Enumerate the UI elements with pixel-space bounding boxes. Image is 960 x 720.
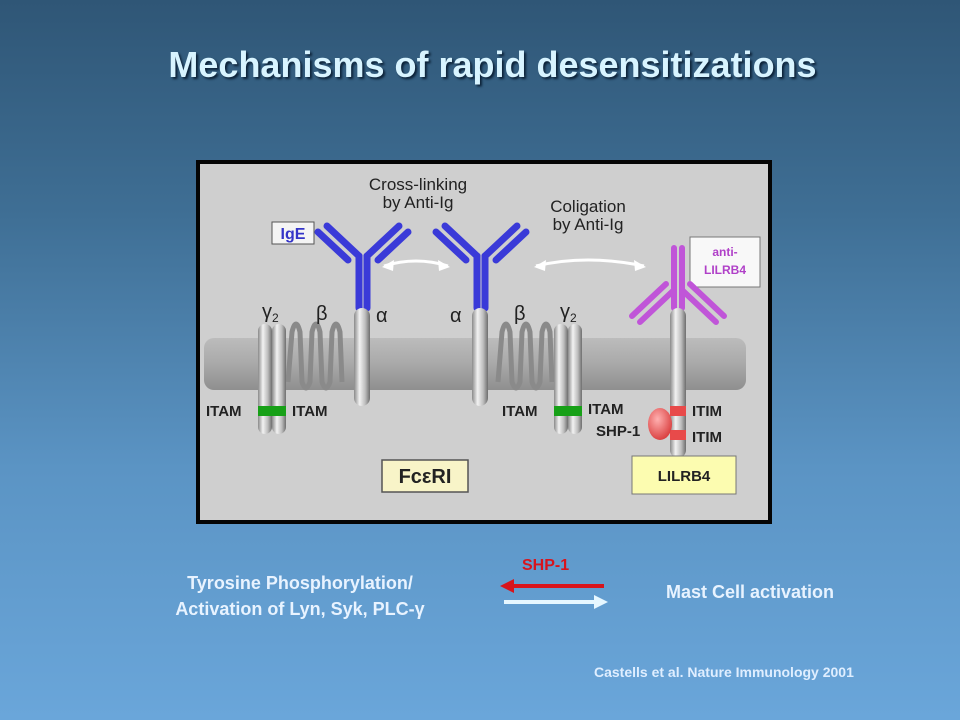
itim-red-2 [670, 430, 686, 440]
ige-label: IgE [281, 226, 306, 243]
mast-cell-activation-text: Mast Cell activation [665, 582, 835, 602]
phosphorylation-line1: Tyrosine Phosphorylation/ [187, 573, 413, 593]
itam-label-2: ITAM [292, 403, 328, 420]
receptor-diagram: Cross-linking by Anti-Ig Coligation by A… [196, 160, 772, 524]
gamma-label-right: γ2 [560, 301, 577, 325]
crosslink-double-arrow [382, 259, 450, 271]
itam-label-4: ITAM [588, 401, 624, 418]
itam-label-3: ITAM [502, 403, 538, 420]
lilrb4-box [631, 455, 737, 495]
fceri-box [381, 459, 469, 493]
lilrb4-chain [670, 308, 686, 458]
gamma-chain-right-b [568, 324, 582, 434]
beta-chain-left [285, 321, 345, 391]
gamma-chain-left-a [258, 324, 272, 434]
coligation-double-arrow [534, 258, 646, 271]
gamma-label-left: γ2 [262, 301, 279, 325]
anti-lilrb4-antibody [629, 245, 727, 325]
itam-green-left-b [272, 406, 286, 416]
alpha-chain-right [472, 308, 488, 406]
lilrb4-label: LILRB4 [658, 468, 711, 485]
shp1-arrow-label: SHP-1 [522, 557, 570, 574]
alpha-label-left: α [376, 305, 388, 327]
beta-label-right: β [514, 303, 526, 325]
receptor-diagram-svg: Cross-linking by Anti-Ig Coligation by A… [200, 164, 768, 520]
itim-red-1 [670, 406, 686, 416]
slide-title: Mechanisms of rapid desensitizations [168, 44, 817, 85]
gamma-chain-left-b [272, 324, 286, 434]
cross-linking-line2: by Anti-Ig [383, 193, 454, 212]
inhibition-arrow [500, 579, 604, 593]
shp1-molecule [648, 408, 672, 440]
cross-linking-line1: Cross-linking [369, 175, 467, 194]
anti-lilrb4-line2: LILRB4 [704, 263, 746, 277]
itam-green-right-a [554, 406, 568, 416]
itam-label-1: ITAM [206, 403, 242, 420]
pathway-arrows [500, 579, 608, 609]
anti-lilrb4-box [689, 236, 761, 288]
beta-chain-right [495, 321, 555, 391]
anti-lilrb4-line1: anti- [712, 245, 737, 259]
phosphorylation-line2: Activation of Lyn, Syk, PLC-γ [175, 599, 425, 619]
beta-label-left: β [316, 303, 328, 325]
itim-label-1: ITIM [692, 403, 722, 420]
itim-label-2: ITIM [692, 429, 722, 446]
coligation-line2: by Anti-Ig [553, 215, 624, 234]
activation-arrow [504, 595, 608, 609]
alpha-label-right: α [450, 305, 462, 327]
ige-antibody-left [314, 222, 412, 312]
citation: Castells et al. Nature Immunology 2001 [594, 664, 854, 680]
alpha-chain-left [354, 308, 370, 406]
ige-antibody-right [432, 222, 530, 312]
itam-green-right-b [568, 406, 582, 416]
ige-label-box [271, 221, 315, 245]
coligation-line1: Coligation [550, 197, 626, 216]
shp1-label: SHP-1 [596, 423, 640, 440]
phosphorylation-text: Tyrosine Phosphorylation/ Activation of … [120, 570, 480, 622]
gamma-chain-right-a [554, 324, 568, 434]
fceri-label: FcεRI [399, 466, 452, 488]
itam-green-left-a [258, 406, 272, 416]
